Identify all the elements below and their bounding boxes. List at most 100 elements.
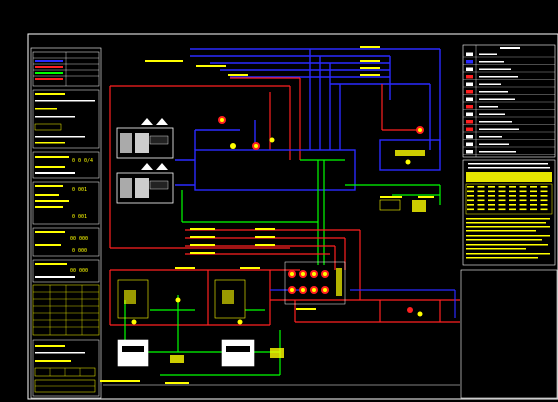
notes-table-cell [530, 186, 537, 188]
notes-table-cell [509, 190, 516, 193]
legend-symbol [466, 67, 473, 71]
notes-table-cell [477, 186, 485, 188]
heat-exchanger-right [214, 279, 246, 319]
notes-table-cell [540, 204, 548, 206]
notes-table-cell [509, 208, 516, 211]
pump-manifold-center [284, 261, 346, 305]
legend-text [479, 136, 502, 138]
notes-table-cell [509, 186, 516, 188]
notes-table-cell [477, 190, 485, 193]
notes-table-cell [488, 208, 495, 211]
notes-table-cell [519, 208, 527, 211]
pump-group-upper-left [218, 116, 275, 150]
legend-symbol [466, 60, 473, 64]
notes-table-cell [519, 204, 527, 206]
legend-text [479, 98, 515, 100]
notes-table-cell [519, 195, 527, 197]
drawing-border [27, 33, 558, 400]
boiler-2 [221, 339, 255, 367]
legend-symbol [466, 105, 473, 109]
legend-symbol [466, 112, 473, 116]
notes-table-cell [467, 208, 474, 211]
notes-table-cell [488, 199, 495, 202]
legend-text [479, 151, 516, 153]
notes-table-cell [540, 208, 548, 211]
notes-table-cell [467, 186, 474, 188]
notes-table-cell [519, 190, 527, 193]
tank-2 [170, 348, 284, 363]
notes-table-cell [498, 190, 506, 193]
notes-table-cell [530, 195, 537, 197]
notes-table-cell [467, 204, 474, 206]
svg-text:0 0 0/4: 0 0 0/4 [72, 158, 93, 164]
notes-table-cell [467, 195, 474, 197]
notes-table-cell [509, 199, 516, 202]
legend-symbol [466, 135, 473, 139]
legend-text [479, 113, 505, 115]
legend-text [479, 76, 518, 78]
green-piping [181, 159, 441, 265]
notes-table-cell [477, 208, 485, 211]
heat-exchanger-left [117, 279, 149, 319]
notes-table-cell [488, 190, 495, 193]
legend-symbol [466, 90, 473, 94]
legend-text [479, 91, 508, 93]
notes-table-cell [488, 204, 495, 206]
notes-table-cell [498, 208, 506, 211]
left-info-table: 0 0 0/4 0 001 0 001 00 000 0 000 00 000 [30, 47, 102, 399]
legend-text [479, 143, 509, 145]
legend-symbol [466, 82, 473, 86]
legend-symbol [466, 142, 473, 146]
notes-table-cell [540, 199, 548, 202]
notes-table-cell [467, 190, 474, 193]
right-legend-table [462, 44, 556, 158]
left-grid-table [32, 284, 100, 336]
value-v2: 0 001 [72, 214, 87, 220]
legend-text [479, 106, 498, 108]
notes-table-cell [488, 186, 495, 188]
right-notes-table [462, 159, 556, 266]
legend-text [479, 68, 511, 70]
notes-table-cell [477, 204, 485, 206]
notes-table-cell [498, 195, 506, 197]
value-v4: 0 000 [72, 248, 87, 254]
legend-text [479, 83, 501, 85]
chiller-1 [116, 118, 174, 159]
pipe-labels [100, 46, 434, 384]
title-block-area [460, 269, 558, 399]
notes-table-cell [519, 186, 527, 188]
lower-valves [131, 297, 423, 325]
legend-symbol [466, 120, 473, 124]
notes-text [466, 218, 550, 259]
notes-table-cell [540, 190, 548, 193]
legend-text [479, 53, 497, 55]
chiller-2 [116, 163, 174, 204]
legend-symbol [466, 75, 473, 79]
boiler-1 [117, 339, 149, 367]
notes-table-cell [498, 186, 506, 188]
legend-symbol [466, 127, 473, 131]
notes-table-cell [530, 199, 537, 202]
value-v3: 00 000 [70, 236, 88, 242]
notes-table-cell [477, 199, 485, 202]
legend-text [479, 128, 519, 130]
notes-table-cell [498, 199, 506, 202]
legend-text [479, 61, 504, 63]
upper-piping [109, 48, 441, 249]
legend-symbol [466, 150, 473, 154]
notes-table-cell [467, 199, 474, 202]
legend-text [479, 121, 512, 123]
notes-table-cell [519, 199, 527, 202]
notes-table-cell [540, 186, 548, 188]
legend-symbol [466, 97, 473, 101]
notes-table-cell [488, 195, 495, 197]
notes-table-cell [530, 190, 537, 193]
value-v1: 0 001 [72, 187, 87, 193]
notes-table-cell [509, 195, 516, 197]
notes-table-cell [509, 204, 516, 206]
legend-symbol [466, 52, 473, 56]
value-v5: 00 000 [70, 268, 88, 274]
pump-group-upper-right [395, 126, 425, 165]
notes-table-cell [498, 204, 506, 206]
